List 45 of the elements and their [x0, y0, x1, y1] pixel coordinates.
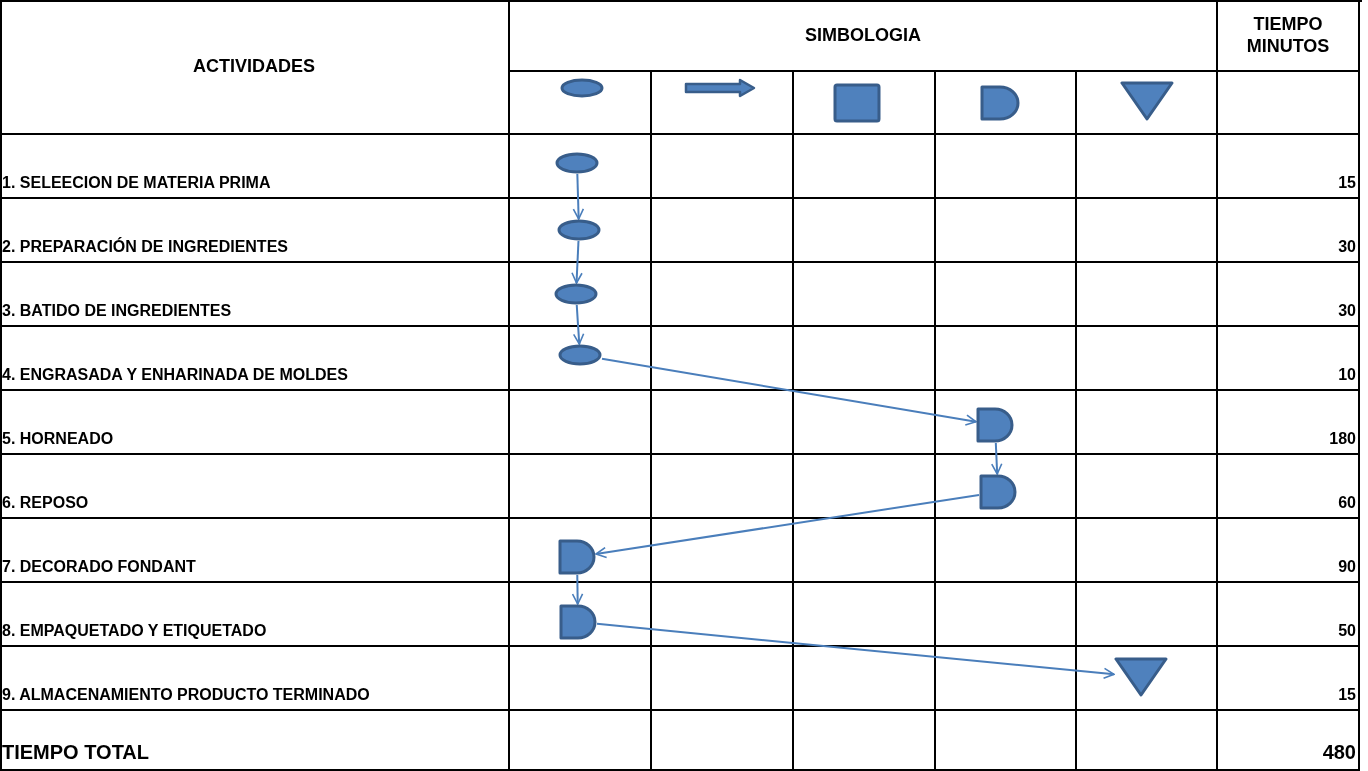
operation-symbol [558, 344, 602, 366]
activity-text: 9. ALMACENAMIENTO PRODUCTO TERMINADO [2, 685, 370, 705]
activity-text: 6. REPOSO [2, 493, 89, 513]
time-value: 60 [1338, 493, 1356, 513]
flow-arrow [572, 304, 585, 345]
column-header: ACTIVIDADES [193, 55, 315, 78]
delay-symbol [976, 407, 1014, 443]
activity-text: 8. EMPAQUETADO Y ETIQUETADO [2, 621, 267, 641]
activity-text: 3. BATIDO DE INGREDIENTES [2, 301, 232, 321]
column-header: TIEMPO MINUTOS [1245, 13, 1331, 57]
flow-arrow [571, 574, 584, 605]
activity-text: 7. DECORADO FONDANT [2, 557, 196, 577]
delay-symbol [979, 474, 1017, 510]
time-value: 10 [1338, 365, 1356, 385]
time-value: 15 [1338, 173, 1356, 193]
delay-symbol [559, 604, 597, 640]
activity-text: 2. PREPARACIÓN DE INGREDIENTES [2, 236, 288, 257]
activity-text: 4. ENGRASADA Y ENHARINADA DE MOLDES [2, 365, 348, 385]
total-label: TIEMPO TOTAL [2, 740, 150, 765]
flow-arrow [572, 173, 585, 220]
flow-arrow [595, 493, 980, 559]
time-value: 90 [1338, 557, 1356, 577]
inspection-symbol [833, 83, 881, 123]
activity-text: 1. SELEECION DE MATERIA PRIMA [2, 173, 271, 193]
time-value: 50 [1338, 621, 1356, 641]
total-time: 480 [1322, 740, 1356, 765]
transport-symbol [684, 78, 756, 98]
delay-symbol [558, 539, 596, 575]
flow-arrow [596, 622, 1115, 680]
time-value: 30 [1338, 237, 1356, 257]
operation-symbol [557, 219, 601, 241]
operation-symbol [555, 152, 599, 174]
column-header: SIMBOLOGIA [805, 23, 921, 47]
time-value: 30 [1338, 301, 1356, 321]
time-value: 180 [1329, 429, 1356, 449]
storage-symbol [1120, 81, 1174, 121]
flow-arrow [601, 357, 977, 426]
delay-symbol [980, 85, 1020, 121]
operation-symbol [560, 78, 604, 98]
time-value: 15 [1338, 685, 1356, 705]
storage-symbol [1114, 657, 1168, 697]
activity-text: 5. HORNEADO [2, 429, 114, 449]
flow-arrow [571, 240, 583, 284]
operation-symbol [554, 283, 598, 305]
flow-arrow [990, 442, 1003, 475]
